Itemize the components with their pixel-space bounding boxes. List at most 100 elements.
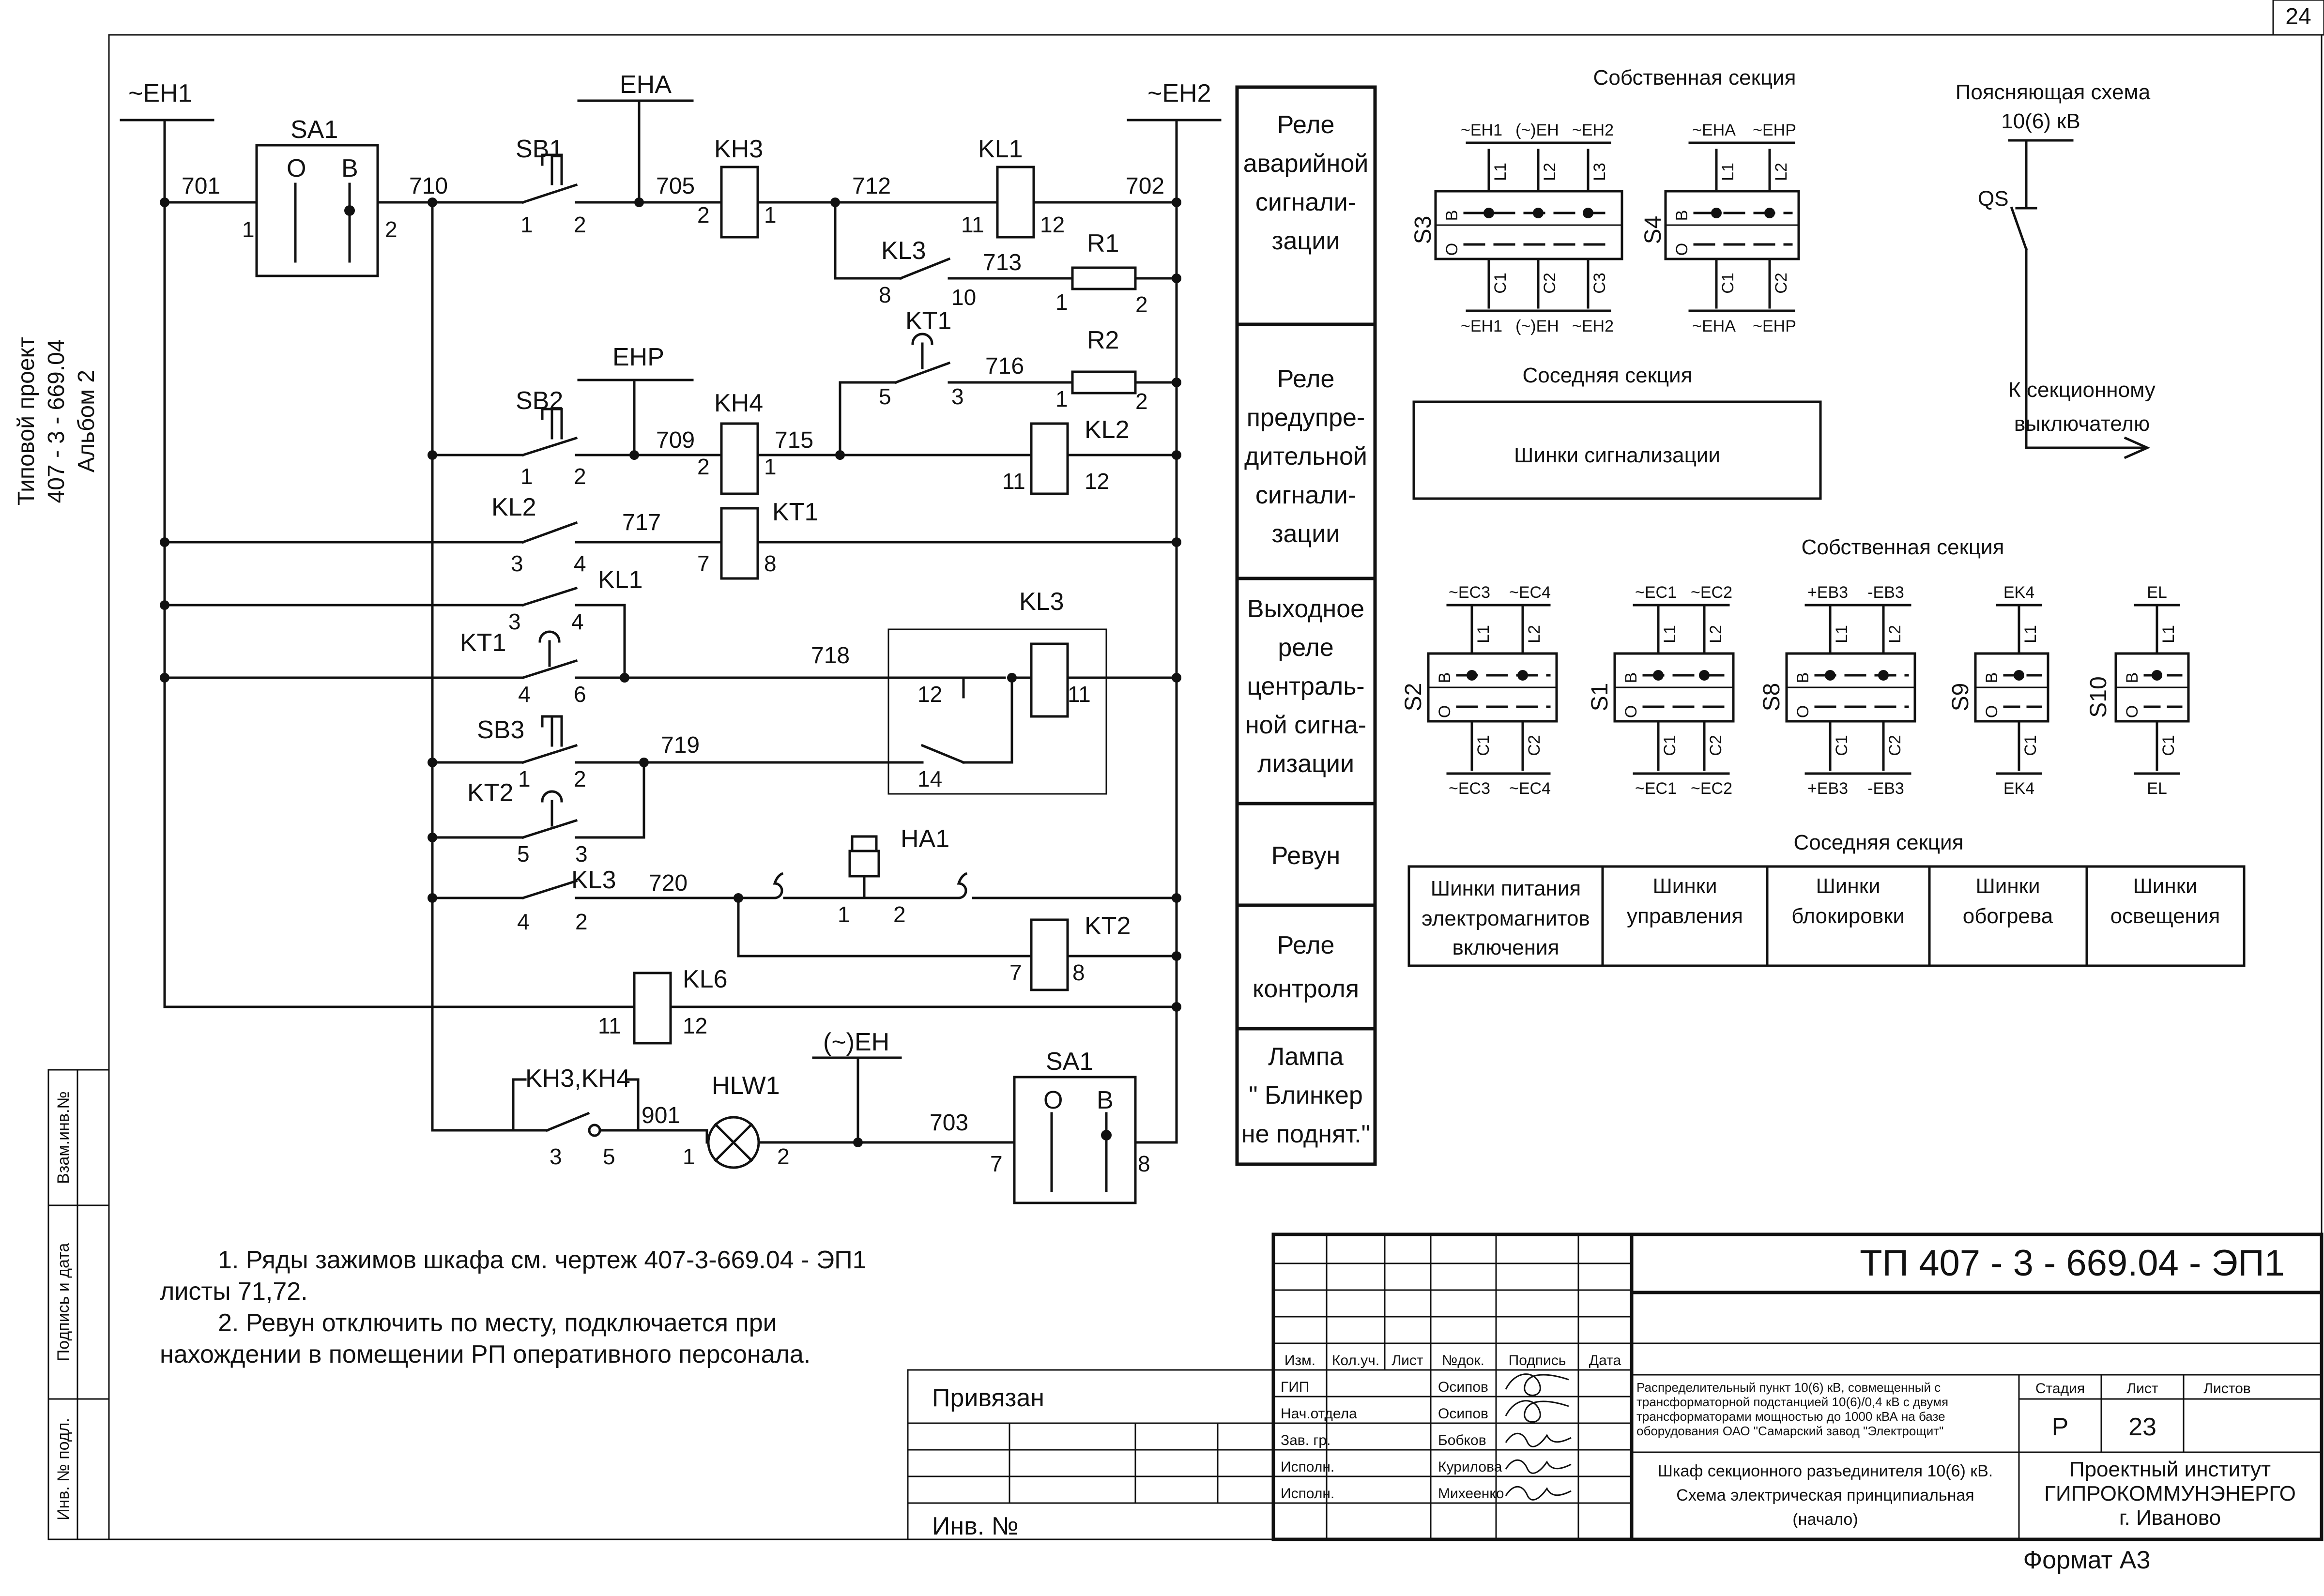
- s8-bot-1: +EB3: [1807, 779, 1848, 798]
- tb-doc-code: ТП 407 - 3 - 669.04 - ЭП1: [1860, 1243, 2285, 1284]
- kl2-contact-label: KL2: [491, 493, 536, 521]
- s9-o: О: [1983, 705, 2001, 718]
- tb-hdr-kol: Кол.уч.: [1332, 1353, 1379, 1368]
- switch-s10: S10 В О EL EL L1 C1: [2086, 583, 2190, 798]
- kt1-relay: [720, 507, 759, 580]
- pin-kt1c-6: 6: [574, 682, 586, 707]
- fn-ctrl-2: контроля: [1253, 975, 1359, 1003]
- kl2-label: KL2: [1085, 416, 1130, 444]
- s3-l3: L3: [1590, 163, 1609, 181]
- pin-r2-1: 1: [1055, 386, 1068, 411]
- wire-716: 716: [985, 353, 1024, 379]
- s9-name: S9: [1948, 683, 1973, 712]
- main-schematic: ~EH1 ~EH2 SA1 О В 701 1 2 710 SB1 1 2 EH…: [120, 71, 1222, 1204]
- fn-alarm-2: аварийной: [1243, 150, 1369, 178]
- s2-c1: C1: [1474, 735, 1493, 756]
- kl3-group-box: [887, 628, 1107, 795]
- s3-top-1: ~EH1: [1461, 121, 1502, 139]
- s4-top-2: ~EHP: [1753, 121, 1796, 139]
- s8-name: S8: [1759, 683, 1785, 712]
- bus-light-1: Шинки: [2133, 874, 2197, 898]
- bus-power-1: Шинки питания: [1431, 877, 1581, 900]
- wire-718: 718: [811, 643, 850, 669]
- fn-warn-3: дительной: [1244, 442, 1367, 471]
- tb-role-gip: ГИП: [1281, 1379, 1309, 1395]
- bus-block-1: Шинки: [1816, 874, 1880, 898]
- pin-sb2-1: 1: [520, 464, 533, 489]
- note-1: 1. Ряды зажимов шкафа см. чертеж 407-3-6…: [218, 1246, 867, 1274]
- pin-kl1c-4: 4: [571, 609, 584, 634]
- pin-sa1b-7: 7: [990, 1151, 1003, 1176]
- fn-out-1: Выходное: [1247, 595, 1364, 623]
- tb-inv-no: Инв. №: [932, 1512, 1018, 1540]
- tb-role-zav: Зав. гр.: [1281, 1432, 1330, 1448]
- ha1-siren: [783, 835, 1178, 899]
- kl1-contact-label: KL1: [598, 566, 643, 594]
- wire-702: 702: [1126, 173, 1164, 199]
- s1-top-1: ~EC1: [1635, 583, 1677, 602]
- s3-top-3: ~EH2: [1572, 121, 1614, 139]
- tb-title-1: Шкаф секционного разъединителя 10(6) кВ.: [1658, 1462, 1993, 1480]
- s2-o: О: [1436, 705, 1454, 718]
- s10-top: EL: [2147, 583, 2167, 602]
- s4-c1: C1: [1719, 273, 1737, 293]
- s8-c1: C1: [1833, 735, 1851, 756]
- sa1-bottom-label: SA1: [1046, 1048, 1093, 1076]
- s8-c2: C2: [1886, 735, 1904, 756]
- s2-top-1: ~EC3: [1449, 583, 1490, 602]
- tb-sheet: 23: [2128, 1413, 2156, 1441]
- s1-l2: L2: [1707, 625, 1725, 643]
- fn-ctrl-1: Реле: [1277, 931, 1335, 959]
- fn-alarm-4: зации: [1272, 227, 1340, 255]
- tb-hdr-list: Лист: [1391, 1353, 1423, 1368]
- s8-l1: L1: [1833, 625, 1851, 643]
- kt1-contact-label: KT1: [460, 629, 506, 657]
- pin-kl2c-3: 3: [511, 551, 523, 576]
- sa1-bot-b: В: [1097, 1086, 1114, 1114]
- kt2-relay-label: KT2: [1085, 912, 1131, 940]
- switch-s1: S1 В О ~EC1 ~EC2 ~EC1 ~EC2 L1 L2 C1 C2: [1587, 583, 1735, 798]
- sa1-bot-o: О: [1043, 1086, 1063, 1114]
- kl1-relay: [996, 166, 1035, 239]
- s9-c1: C1: [2021, 735, 2040, 756]
- s2-l1: L1: [1474, 625, 1493, 643]
- s1-o: О: [1622, 705, 1640, 718]
- kl6-relay: [633, 972, 672, 1045]
- kt2-relay: [1030, 918, 1069, 991]
- r1-label: R1: [1087, 229, 1119, 258]
- s3-bot-2: (~)EH: [1515, 317, 1559, 335]
- kh3-label: KH3: [714, 135, 763, 163]
- tb-desc-3: трансформаторами мощностью до 1000 кВА н…: [1636, 1409, 1945, 1424]
- bus-power-2: электромагнитов: [1422, 907, 1590, 930]
- sa1-top-label: SA1: [290, 116, 338, 144]
- kl3-branch-label: KL3: [881, 237, 926, 265]
- pin-kt1-3: 3: [951, 384, 964, 409]
- pin-sb2-2: 2: [574, 464, 586, 489]
- pin-kh4-2: 2: [697, 454, 710, 479]
- s1-l1: L1: [1661, 625, 1679, 643]
- pin-r1-2: 2: [1135, 292, 1148, 317]
- wire-719: 719: [661, 732, 700, 758]
- pin-kt1r-8: 8: [764, 551, 777, 576]
- switch-s9: S9 В О EK4 EK4 L1 C1: [1948, 583, 2049, 798]
- s2-l2: L2: [1525, 625, 1544, 643]
- tb-name-5: Михеенко: [1438, 1486, 1504, 1502]
- tb-hdr-date: Дата: [1589, 1353, 1621, 1368]
- s3-bot-1: ~EH1: [1461, 317, 1502, 335]
- side-vzam: Взам.инв.№: [54, 1091, 73, 1184]
- pin-kl2-12: 12: [1085, 469, 1109, 494]
- page-number: 24: [2285, 4, 2311, 30]
- explain-title: Поясняющая схема: [1956, 80, 2151, 104]
- signal-bus-label: Шинки сигнализации: [1514, 443, 1720, 467]
- tb-privyazan: Привязан: [932, 1384, 1044, 1412]
- s3-o: О: [1443, 243, 1461, 256]
- fn-warn-4: сигнали-: [1255, 481, 1356, 509]
- s2-top-2: ~EC4: [1509, 583, 1551, 602]
- signal-bus-box: [1412, 400, 1822, 500]
- title-block: Изм. Кол.уч. Лист №док. Подпись Дата ГИП…: [907, 1232, 2324, 1574]
- s3-c2: C2: [1541, 273, 1559, 293]
- side-podpis: Подпись и дата: [54, 1243, 73, 1362]
- pin-kl6-12: 12: [683, 1013, 707, 1038]
- pin-kl3-8: 8: [879, 282, 891, 307]
- tb-title-2: Схема электрическая принципиальная: [1676, 1486, 1974, 1505]
